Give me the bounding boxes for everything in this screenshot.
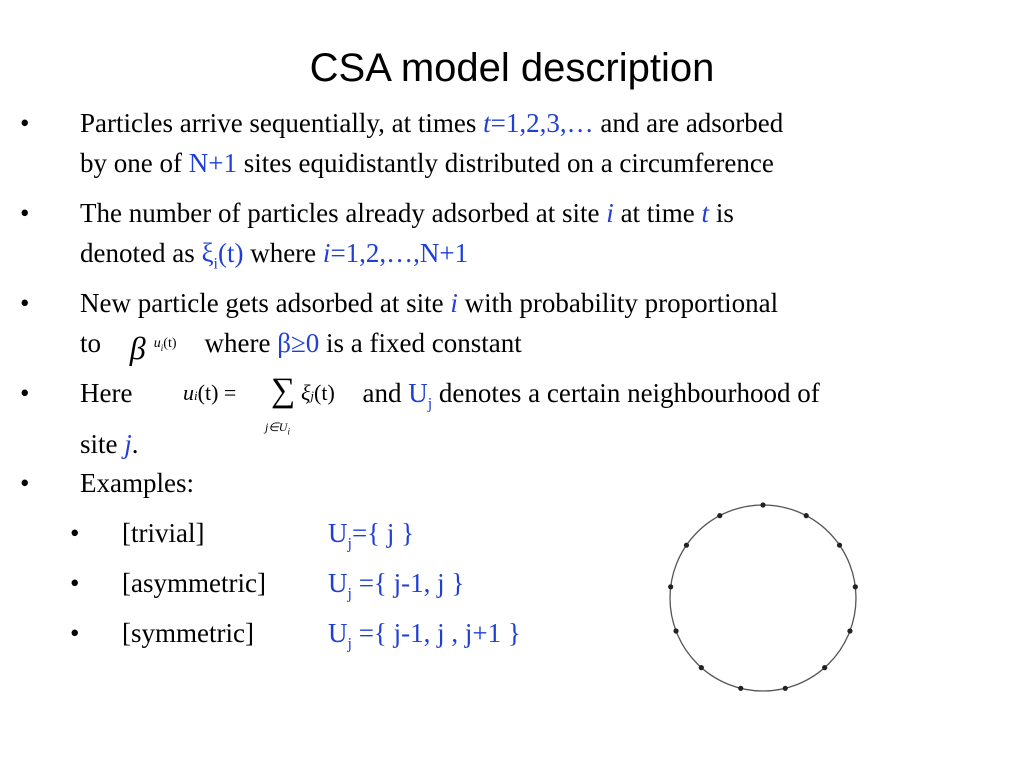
circumference — [669, 504, 857, 692]
index-range: =1,2,…,N+1 — [330, 238, 469, 268]
bullet-marker: • — [20, 378, 30, 408]
var-i: i — [450, 288, 458, 318]
site-dot — [738, 685, 744, 691]
site-dot — [847, 628, 853, 634]
formula-rhs: ξj(t) — [301, 380, 335, 405]
bullet-text: and — [362, 378, 409, 408]
bullet-count: • The number of particles already adsorb… — [20, 193, 990, 284]
var-t: t — [483, 108, 491, 138]
site-dot — [698, 665, 704, 671]
bullet-text: at time — [613, 198, 702, 228]
u-definition-formula: ui(t) = ∑ j∈Ui ξj(t) — [183, 372, 373, 442]
bullet-text: to — [80, 328, 102, 358]
bullet-examples: • Examples: — [20, 463, 990, 503]
bullet-text: is a fixed constant — [319, 328, 522, 358]
site-dot — [717, 513, 723, 519]
site-count: N+1 — [188, 148, 237, 178]
u-symbol: U — [408, 378, 428, 408]
u-subscript: j — [427, 395, 433, 413]
bullet-arrival: • Particles arrive sequentially, at time… — [20, 103, 990, 183]
bullet-text: Here — [80, 378, 133, 408]
bullet-text: New particle gets adsorbed at site — [80, 288, 451, 318]
bullet-text: Particles arrive sequentially, at times — [80, 108, 484, 138]
beta-formula: β ui(t) — [108, 328, 198, 366]
bullet-marker: • — [20, 198, 30, 228]
bullet-text: sites equidistantly distributed on a cir… — [236, 148, 774, 178]
var-i: i — [606, 198, 614, 228]
bullet-text: where — [204, 328, 278, 358]
bullet-marker: • — [70, 518, 80, 548]
formula-lhs: ui(t) = — [183, 380, 237, 405]
site-dot — [683, 542, 690, 548]
sum-index: j∈Ui — [265, 420, 290, 437]
bullet-text: where — [243, 238, 323, 268]
site-dot — [782, 685, 788, 691]
example-name: [asymmetric] — [122, 568, 266, 598]
bullet-marker: • — [70, 568, 80, 598]
beta-exponent: ui(t) — [153, 335, 177, 353]
xi-symbol: ξ — [201, 238, 214, 268]
bullet-marker: • — [20, 288, 30, 318]
bullet-marker: • — [20, 468, 30, 498]
times-list: =1,2,3,… — [490, 108, 594, 138]
sum-symbol: ∑ — [271, 372, 296, 409]
site-dot — [668, 584, 674, 590]
example-set: Uj ={ j-1, j } — [328, 568, 465, 603]
bullet-marker: • — [20, 108, 30, 138]
var-t: t — [701, 198, 710, 228]
beta-symbol: β — [129, 329, 146, 366]
bullet-text: Examples: — [80, 468, 194, 498]
site-dot — [822, 665, 828, 671]
xi-subscript: i — [213, 255, 218, 273]
beta-condition: β≥0 — [277, 328, 320, 358]
bullet-text: and are adsorbed — [593, 108, 784, 138]
bullet-neighbourhood: • Here and Uj denotes a certain neighbour… — [20, 373, 990, 464]
xi-argument: (t) — [217, 238, 244, 268]
bullet-text: by one of — [80, 148, 189, 178]
site-dot — [803, 513, 809, 519]
bullet-text: is — [709, 198, 734, 228]
bullet-probability: • New particle gets adsorbed at site i w… — [20, 283, 990, 366]
bullet-text: denoted as — [80, 238, 202, 268]
bullet-text: The number of particles already adsorbed… — [80, 198, 607, 228]
site-dot — [673, 628, 679, 634]
bullet-text: . — [131, 429, 139, 460]
example-set: Uj ={ j-1, j , j+1 } — [328, 618, 521, 653]
site-circle-diagram — [668, 502, 858, 692]
bullet-text: with probability proportional — [457, 288, 779, 318]
slide-title: CSA model description — [309, 46, 715, 90]
bullet-text: site — [80, 429, 125, 460]
example-set: Uj={ j } — [328, 518, 415, 553]
site-dot — [852, 584, 858, 590]
example-name: [symmetric] — [122, 618, 254, 648]
example-name: [trivial] — [122, 518, 205, 548]
site-dot — [760, 502, 766, 508]
site-dot — [836, 542, 843, 548]
bullet-text: denotes a certain neighbourhood of — [432, 378, 820, 408]
bullet-marker: • — [70, 618, 80, 648]
var-j: j — [124, 429, 132, 460]
var-i: i — [322, 238, 331, 268]
